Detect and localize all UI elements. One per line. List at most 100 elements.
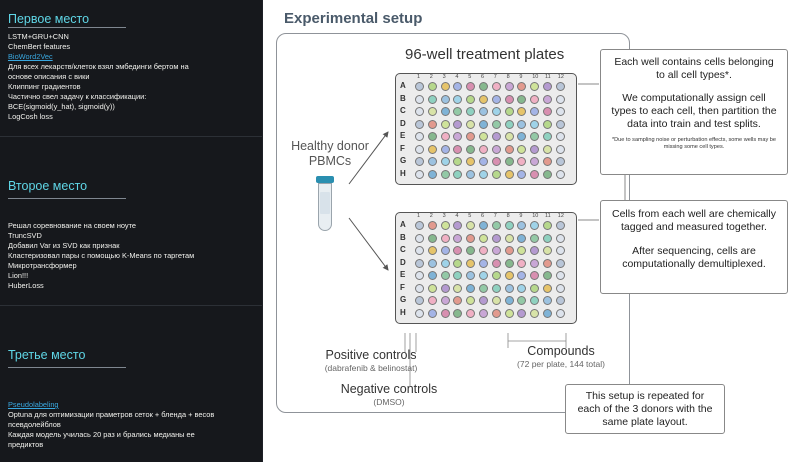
well	[466, 107, 476, 116]
well	[491, 94, 501, 104]
list-item: TruncSVD	[8, 231, 42, 240]
info-box-tagging: Cells from each well are chemically tagg…	[600, 200, 788, 294]
well	[543, 82, 552, 91]
list-item: основе описания с вики	[8, 72, 90, 81]
well	[543, 296, 552, 305]
well	[453, 296, 463, 305]
well	[517, 94, 527, 104]
well	[427, 308, 437, 318]
well	[543, 169, 552, 179]
well	[415, 157, 424, 166]
well	[415, 296, 424, 305]
section-title: Второе место	[8, 179, 88, 193]
donor-label: Healthy donor PBMCs	[277, 139, 383, 169]
row-label: H	[400, 307, 406, 317]
well	[517, 107, 527, 116]
box1-detail: We computationally assign cell types to …	[611, 92, 777, 130]
well	[491, 271, 501, 280]
well	[530, 258, 540, 268]
well	[517, 283, 527, 293]
well	[504, 169, 514, 179]
well	[440, 296, 450, 305]
well	[466, 283, 476, 293]
row-label: G	[400, 295, 407, 304]
well	[415, 283, 424, 293]
link-bioword2vec[interactable]: BioWord2Vec	[8, 52, 53, 61]
well	[517, 308, 527, 318]
figure-title: Experimental setup	[284, 10, 423, 27]
well	[479, 119, 488, 129]
box1-note: *Due to sampling noise or perturbation e…	[611, 137, 777, 150]
well	[517, 157, 527, 166]
well	[543, 258, 552, 268]
list-item: Микротрансформер	[8, 261, 77, 270]
well	[517, 258, 527, 268]
well	[415, 132, 424, 141]
well	[530, 144, 540, 154]
well	[491, 283, 501, 293]
well	[440, 271, 450, 280]
link-pseudolabeling[interactable]: Pseudolabeling	[8, 400, 59, 409]
column-label: 12	[557, 213, 564, 219]
well	[427, 82, 437, 91]
well	[440, 119, 450, 129]
well	[415, 119, 424, 129]
well	[530, 119, 540, 129]
row-label: F	[400, 282, 405, 292]
row-label: D	[400, 118, 406, 128]
column-label: 11	[545, 213, 551, 219]
well	[555, 94, 565, 104]
well	[543, 132, 552, 141]
well	[504, 308, 514, 318]
well	[504, 82, 514, 91]
well	[530, 308, 540, 318]
well	[543, 233, 552, 243]
well	[491, 246, 501, 255]
well	[530, 132, 540, 141]
well	[453, 233, 463, 243]
well	[530, 233, 540, 243]
positive-controls-label: Positive controls	[325, 348, 417, 362]
well	[479, 308, 488, 318]
well	[555, 82, 565, 91]
positive-controls-callout: Positive controls (dabrafenib & belinost…	[301, 348, 441, 373]
well	[491, 119, 501, 129]
row-label: A	[400, 81, 406, 90]
row-label: B	[400, 93, 406, 103]
well	[466, 271, 476, 280]
list-item: предиктов	[8, 440, 44, 449]
well	[530, 107, 540, 116]
well	[504, 144, 514, 154]
well	[466, 246, 476, 255]
well	[530, 94, 540, 104]
list-item: Кластеризовал пары с помощью K-Means по …	[8, 251, 195, 260]
well	[427, 157, 437, 166]
well	[479, 107, 488, 116]
column-label: 6	[481, 213, 485, 219]
list-item: Добавил Var из SVD как признак	[8, 241, 120, 250]
well	[427, 144, 437, 154]
well	[415, 233, 424, 243]
well	[517, 169, 527, 179]
positive-controls-sub: (dabrafenib & belinostat)	[324, 363, 418, 373]
well	[466, 233, 476, 243]
well	[453, 221, 463, 230]
compounds-callout: Compounds (72 per plate, 144 total)	[499, 344, 623, 369]
list-item: LogCosh loss	[8, 112, 53, 121]
column-label: 9	[519, 213, 523, 219]
well	[466, 94, 476, 104]
box2-detail: After sequencing, cells are computationa…	[622, 245, 766, 270]
well	[491, 82, 501, 91]
well	[555, 157, 565, 166]
well	[415, 94, 424, 104]
well	[504, 157, 514, 166]
column-label: 7	[493, 74, 497, 80]
well	[543, 246, 552, 255]
well	[427, 271, 437, 280]
row-label: E	[400, 131, 406, 140]
well	[466, 119, 476, 129]
row-label: E	[400, 270, 406, 279]
well	[491, 233, 501, 243]
well	[415, 144, 424, 154]
well	[555, 271, 565, 280]
